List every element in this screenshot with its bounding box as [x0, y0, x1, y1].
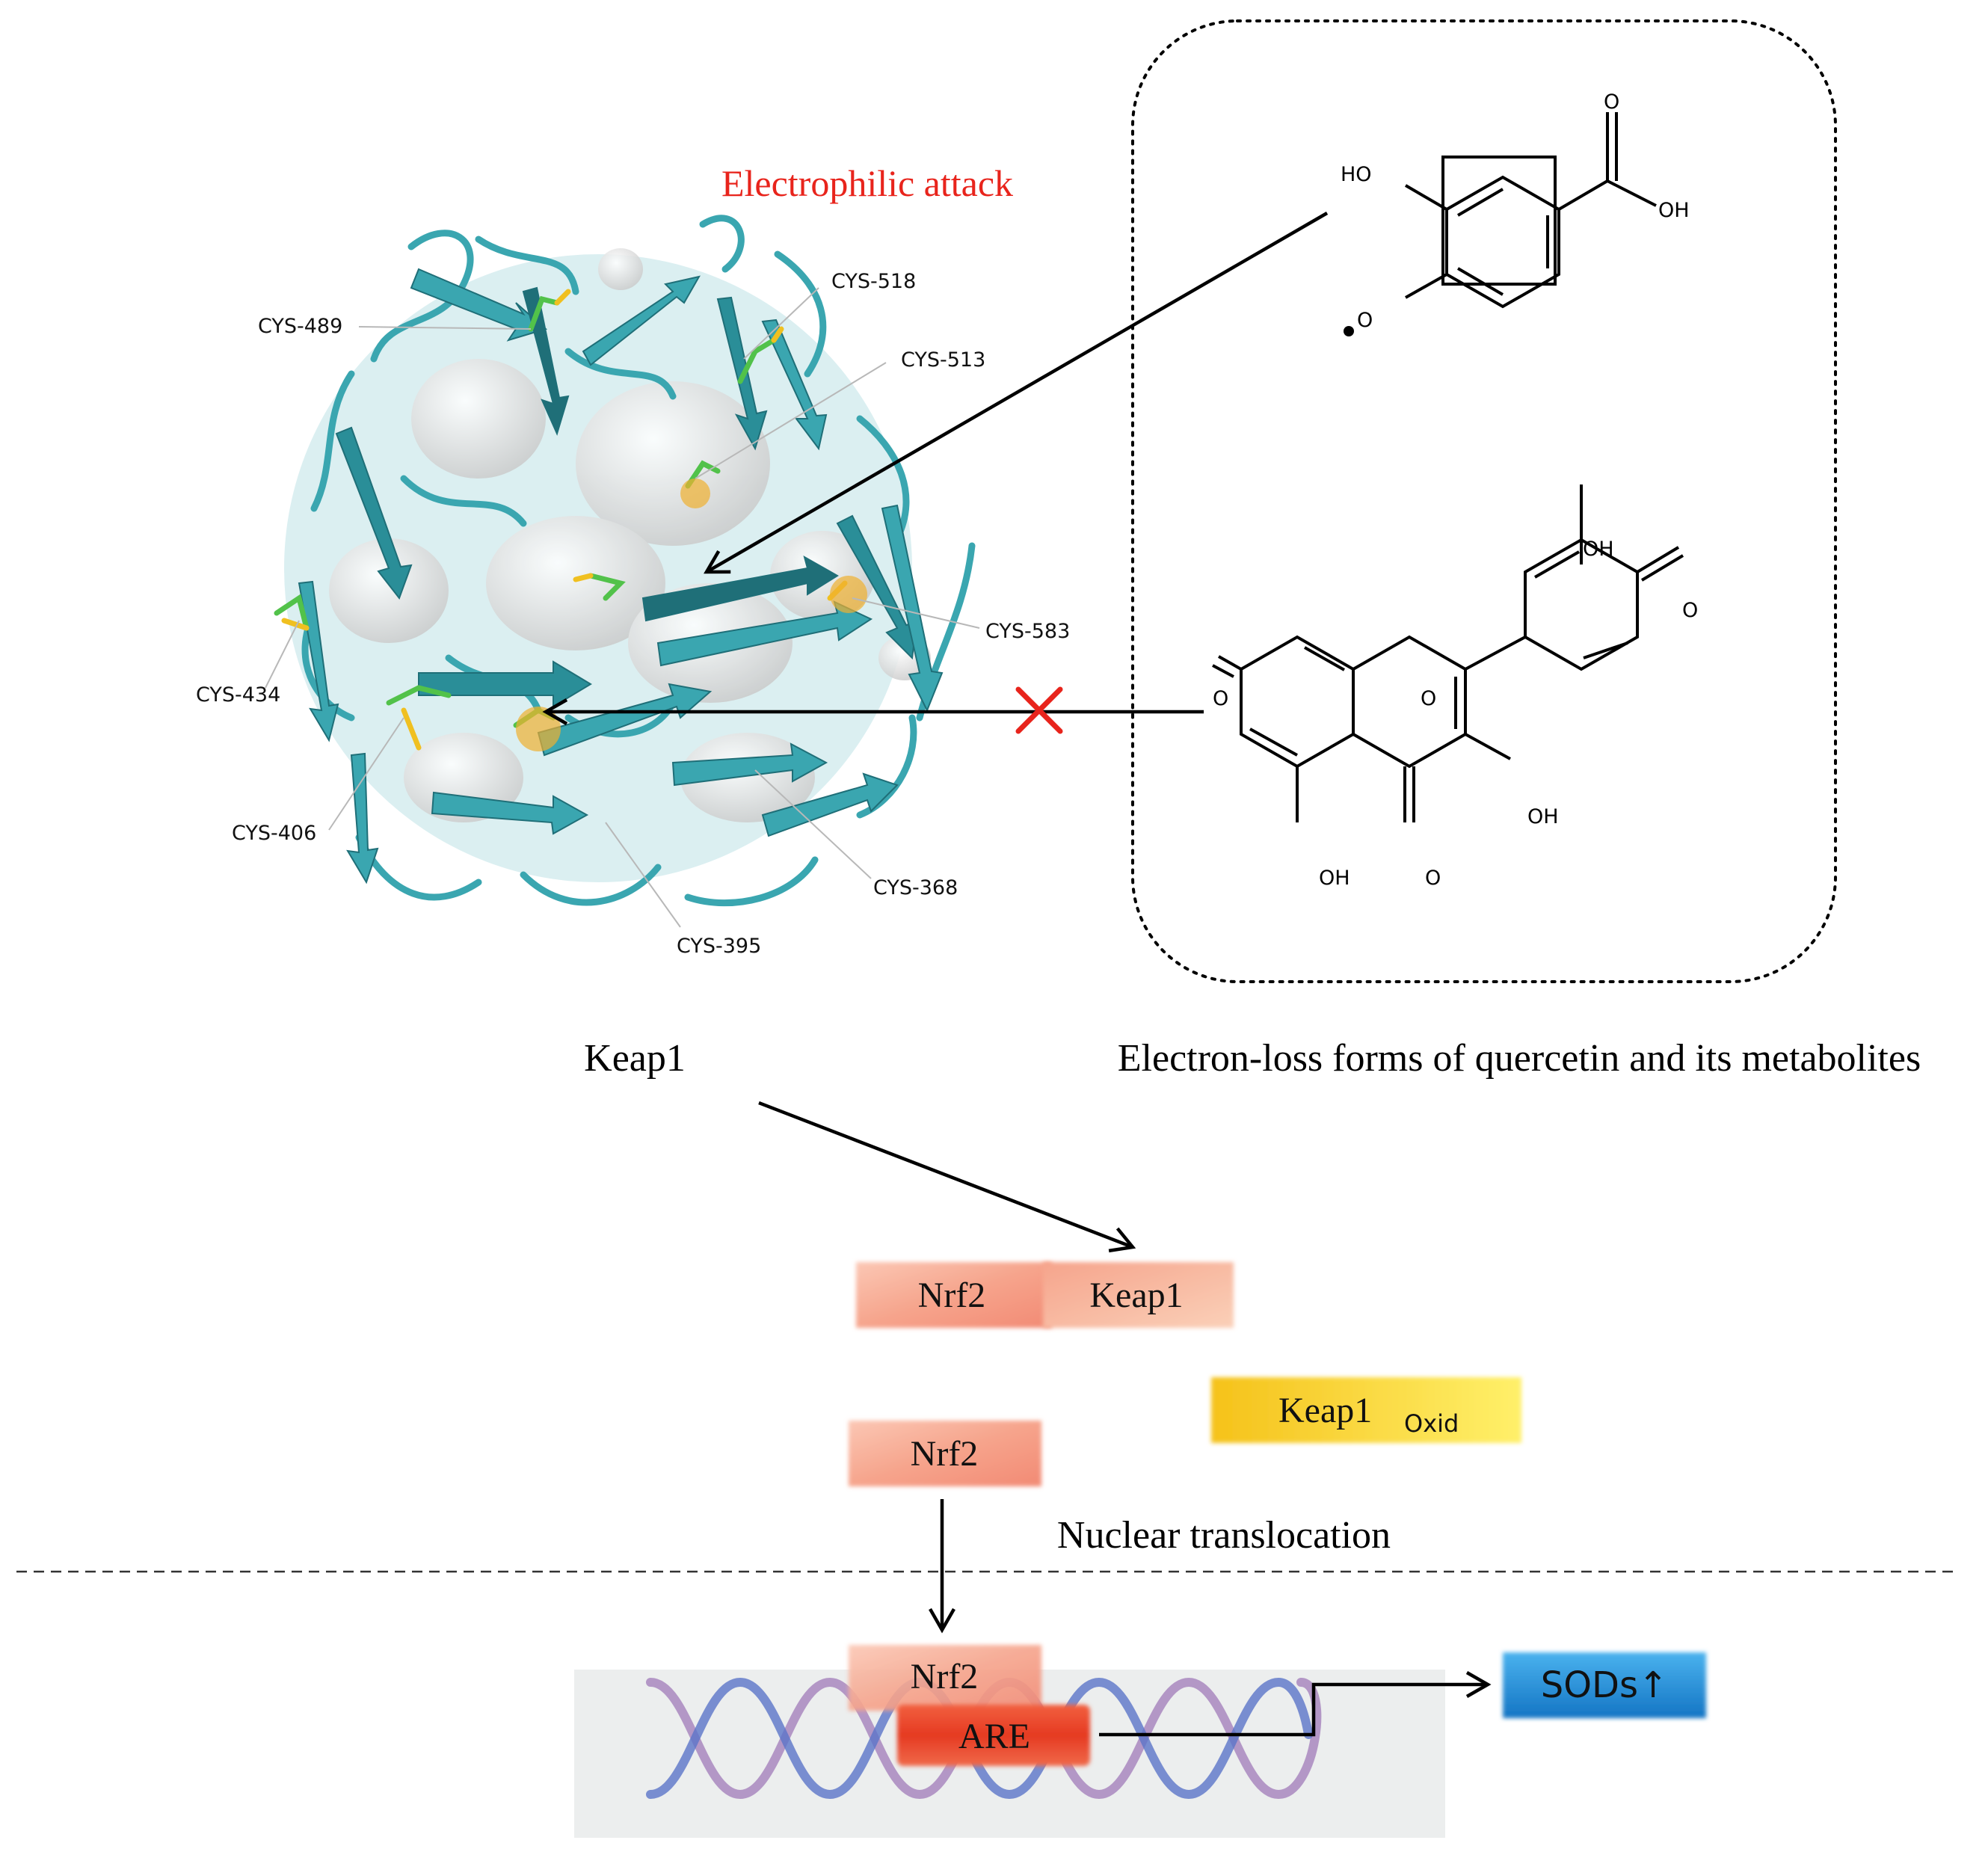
mol1-oh-label: OH [1658, 199, 1690, 222]
nuclear-nrf2-box: Nrf2 [849, 1645, 1041, 1711]
cys-513-label: CYS-513 [901, 348, 985, 372]
mol2-ring-o-label: O [1421, 687, 1436, 710]
free-nrf2-label: Nrf2 [911, 1434, 979, 1474]
are-label: ARE [958, 1717, 1030, 1756]
keap1-caption: Keap1 [584, 1037, 686, 1080]
metabolites-box [1131, 19, 1837, 983]
keap1-oxid-label: Keap1 [1278, 1391, 1372, 1430]
molecule-protocatechuic-radical [1404, 112, 1657, 309]
svg-text:Keap1: Keap1 [1278, 1391, 1372, 1430]
radical-dot-icon [1344, 326, 1354, 336]
cys-583-label: CYS-583 [985, 620, 1070, 643]
binding-arrow [758, 1101, 1136, 1253]
blocked-cross-icon [1015, 686, 1063, 734]
cys-518-label: CYS-518 [831, 270, 916, 293]
mol2-3-oh-label: OH [1527, 805, 1559, 828]
metabolites-caption: Electron-loss forms of quercetin and its… [1118, 1037, 1921, 1080]
are-element-box: ARE [897, 1705, 1090, 1766]
nuclear-translocation-label: Nuclear translocation [1057, 1514, 1391, 1557]
cys-406-label: CYS-406 [232, 822, 316, 845]
mol1-radical-o-label: O [1357, 309, 1373, 332]
keap1-protein-structure [274, 215, 976, 907]
molecule-quercetin-quinone [1212, 484, 1684, 822]
mol2-4-o-label: O [1425, 867, 1441, 890]
mol1-carbonyl-o-label: O [1604, 90, 1619, 114]
nrf2-keap1-complex: Nrf2 Keap1 [856, 1262, 1234, 1328]
electrophilic-attack-arrow [704, 212, 1329, 574]
cysteine-leader-lines [265, 287, 980, 928]
sods-label: SODs↑ [1541, 1664, 1668, 1706]
cys-395-label: CYS-395 [677, 935, 761, 958]
transcription-arrow [1099, 1671, 1492, 1737]
mol2-7-o-label: O [1213, 687, 1228, 710]
complex-nrf2-label: Nrf2 [918, 1276, 986, 1315]
electrophilic-attack-title: Electrophilic attack [721, 162, 1013, 204]
keap1-oxid-subscript: Oxid [1404, 1409, 1459, 1438]
cys-434-label: CYS-434 [196, 683, 280, 707]
mol2-5-oh-label: OH [1319, 867, 1350, 890]
mol1-ho-label: HO [1341, 163, 1372, 186]
free-nrf2-box: Nrf2 [849, 1421, 1041, 1486]
complex-keap1-label: Keap1 [1089, 1276, 1183, 1315]
keap1-oxidized-box: Keap1 Oxid [1211, 1377, 1521, 1443]
nuclear-nrf2-label: Nrf2 [911, 1657, 979, 1696]
mol2-3prime-oh-label: OH [1583, 538, 1614, 561]
mol2-4prime-o-label: O [1682, 599, 1698, 622]
cys-368-label: CYS-368 [873, 876, 958, 899]
cys-489-label: CYS-489 [258, 315, 342, 338]
sods-output-box: SODs↑ [1503, 1652, 1706, 1718]
